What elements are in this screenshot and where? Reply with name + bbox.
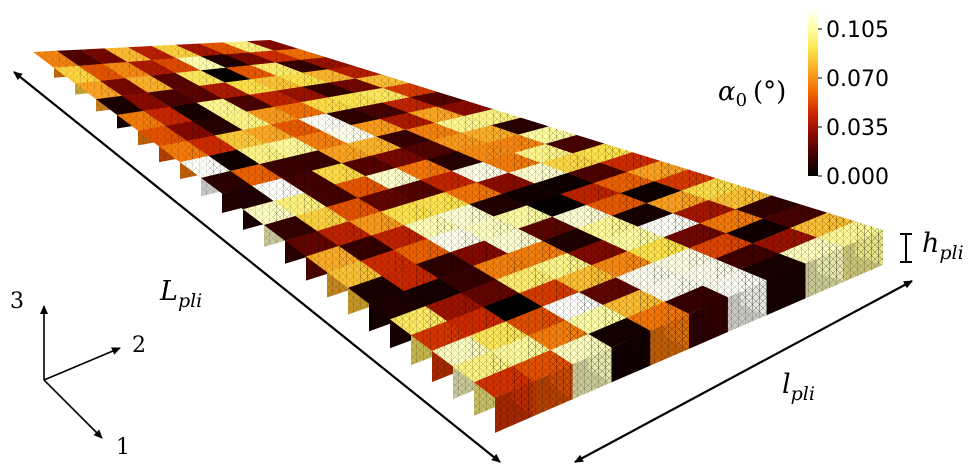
axis-3-label: 3 <box>10 289 24 314</box>
colorbar-tick-label: 0.105 <box>826 18 889 43</box>
colorbar-tick-label: 0.070 <box>826 67 889 92</box>
width-dimension-arrow <box>574 280 913 463</box>
colorbar-label: α0(°) <box>718 77 786 111</box>
colorbar-tick-label: 0.035 <box>826 116 889 141</box>
mesh-voxel <box>817 221 883 282</box>
width-label: lpli <box>782 369 815 405</box>
colorbar: 0.105 0.070 0.035 0.000 α0(°) <box>718 8 889 190</box>
axis-2-arrow <box>43 347 121 381</box>
length-label: Lpli <box>159 276 202 312</box>
axis-2-label: 2 <box>132 333 146 358</box>
colorbar-ticks: 0.105 0.070 0.035 0.000 <box>818 18 889 190</box>
mesh-voxel <box>512 350 573 417</box>
axis-1-arrow <box>43 379 103 439</box>
length-dimension-arrow <box>13 71 501 463</box>
height-label: hpli <box>922 228 964 264</box>
axis-triad: 3 2 1 <box>10 289 146 460</box>
height-dimension-bar <box>900 233 912 263</box>
colorbar-gradient <box>808 8 818 176</box>
colorbar-tick-label: 0.000 <box>826 165 889 190</box>
axis-1-label: 1 <box>116 435 130 460</box>
